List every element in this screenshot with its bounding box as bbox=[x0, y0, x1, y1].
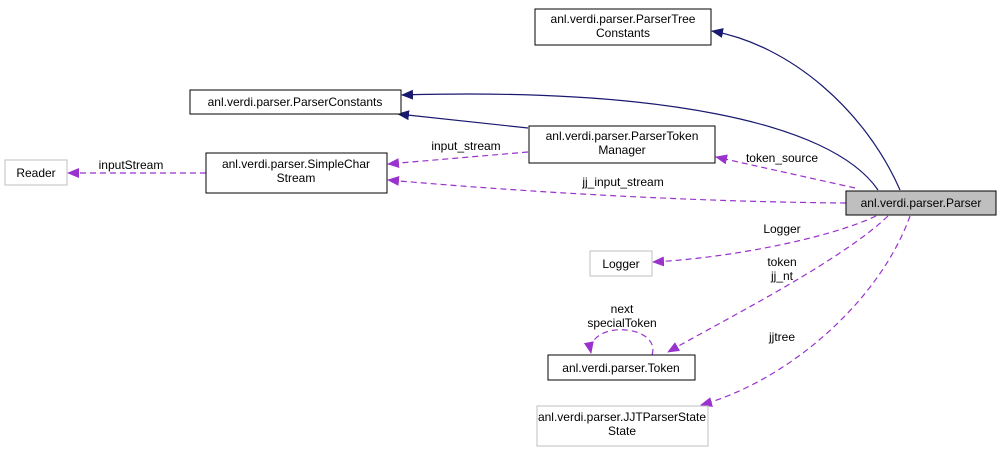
label-jj-input-stream: jj_input_stream bbox=[581, 175, 663, 189]
text-line: token_source bbox=[746, 151, 818, 165]
node-logger[interactable]: Logger bbox=[589, 250, 653, 277]
text-line: Logger bbox=[602, 257, 639, 271]
svg-text:anl.verdi.parser.Parser: anl.verdi.parser.Parser bbox=[861, 196, 982, 210]
text-line: jj_input_stream bbox=[581, 175, 663, 189]
text-line: Stream bbox=[277, 171, 316, 185]
text-line: Logger bbox=[763, 222, 800, 236]
node-reader[interactable]: Reader bbox=[4, 159, 68, 186]
text-line: anl.verdi.parser.JJTParserState bbox=[538, 410, 706, 424]
label-token-source: token_source bbox=[746, 151, 818, 165]
text-line: anl.verdi.parser.ParserTree bbox=[551, 12, 696, 26]
edge-parser-to-jjt-parser-state bbox=[700, 215, 911, 407]
text-line: Manager bbox=[598, 143, 645, 157]
edge-parser-to-parser-constants bbox=[401, 89, 879, 191]
label-logger: Logger bbox=[763, 222, 800, 236]
text-line: next bbox=[611, 302, 634, 316]
text-line: jj_nt bbox=[770, 269, 794, 283]
text-line: State bbox=[608, 424, 636, 438]
edge-token-self-loop bbox=[583, 329, 654, 356]
text-line: jjtree bbox=[768, 330, 795, 344]
text-line: anl.verdi.parser.Parser bbox=[861, 196, 982, 210]
text-line: Constants bbox=[596, 26, 650, 40]
label-input-stream-reader: inputStream bbox=[99, 158, 164, 172]
text-line: inputStream bbox=[99, 158, 164, 172]
edge-token-manager-to-simple-char-stream bbox=[387, 151, 529, 169]
text-line: token bbox=[767, 255, 796, 269]
edge-parser-to-token bbox=[667, 215, 889, 353]
edge-parser-to-parser-tree-constants bbox=[711, 28, 901, 191]
text-line: Reader bbox=[16, 166, 55, 180]
node-parser-constants[interactable]: anl.verdi.parser.ParserConstants bbox=[189, 89, 402, 115]
svg-text:anl.verdi.parser.Token: anl.verdi.parser.Token bbox=[562, 361, 679, 375]
node-parser[interactable]: anl.verdi.parser.Parser bbox=[845, 190, 997, 216]
text-line: anl.verdi.parser.ParserToken bbox=[546, 129, 699, 143]
text-line: input_stream bbox=[431, 139, 500, 153]
text-line: anl.verdi.parser.ParserConstants bbox=[208, 95, 383, 109]
label-jjtree: jjtree bbox=[768, 330, 795, 344]
text-line: specialToken bbox=[587, 316, 656, 330]
edge-parser-to-logger bbox=[652, 215, 877, 267]
edge-token-manager-to-parser-constants bbox=[397, 110, 529, 129]
text-line: anl.verdi.parser.Token bbox=[562, 361, 679, 375]
label-input-stream: input_stream bbox=[431, 139, 500, 153]
node-token[interactable]: anl.verdi.parser.Token bbox=[547, 354, 696, 381]
svg-text:Logger: Logger bbox=[602, 257, 639, 271]
text-line: anl.verdi.parser.SimpleChar bbox=[222, 157, 370, 171]
edge-parser-to-simple-char-stream bbox=[387, 175, 847, 204]
svg-text:anl.verdi.parser.ParserConstan: anl.verdi.parser.ParserConstants bbox=[208, 95, 383, 109]
svg-text:Reader: Reader bbox=[16, 166, 55, 180]
edge-parser-to-token-manager bbox=[715, 154, 856, 189]
